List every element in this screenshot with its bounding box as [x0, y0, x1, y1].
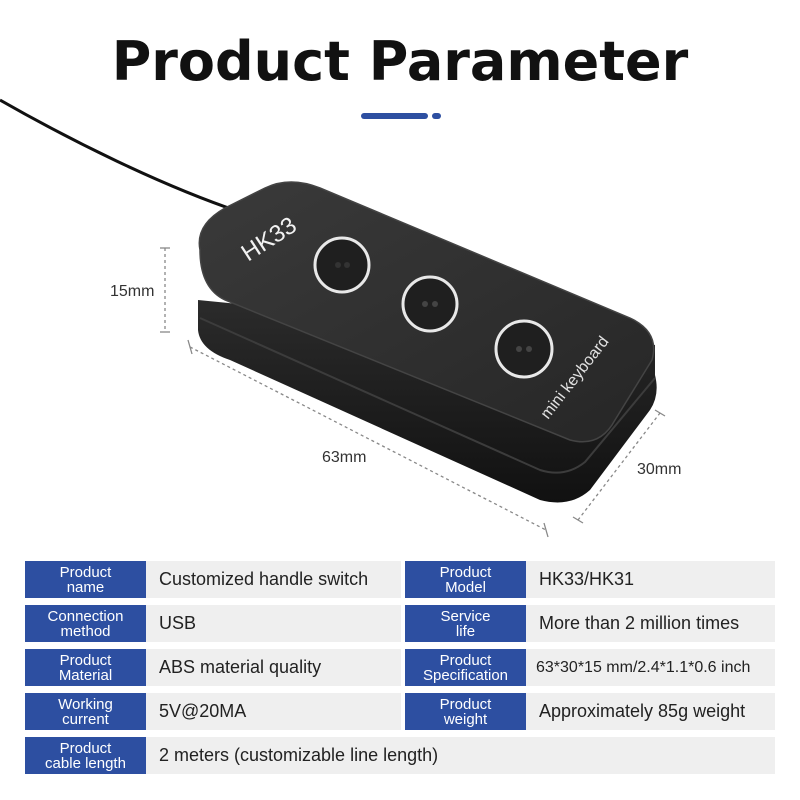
usb-cable	[0, 98, 241, 214]
spec-row: Connection method USB Service life More …	[25, 605, 775, 642]
spec-table: Product name Customized handle switch Pr…	[25, 561, 775, 781]
spec-row: Working current 5V@20MA Product weight A…	[25, 693, 775, 730]
product-illustration: HK33 mini keyboard	[0, 98, 666, 538]
spec-value-product-specification: 63*30*15 mm/2.4*1.1*0.6 inch	[526, 649, 775, 686]
spec-row: Product cable length 2 meters (customiza…	[25, 737, 775, 774]
spec-row: Product Material ABS material quality Pr…	[25, 649, 775, 686]
spec-label-product-model: Product Model	[405, 561, 526, 598]
spec-value-product-model: HK33/HK31	[526, 561, 775, 598]
height-dimension	[160, 247, 170, 333]
spec-value-connection-method: USB	[146, 605, 401, 642]
spec-label-service-life: Service life	[405, 605, 526, 642]
spec-row: Product name Customized handle switch Pr…	[25, 561, 775, 598]
spec-label-cable-length: Product cable length	[25, 737, 146, 774]
spec-label-product-name: Product name	[25, 561, 146, 598]
width-dimension-label: 30mm	[637, 461, 682, 478]
spec-label-product-material: Product Material	[25, 649, 146, 686]
spec-value-product-name: Customized handle switch	[146, 561, 401, 598]
page-title: Product Parameter	[111, 30, 689, 93]
title-underline-dot	[432, 113, 441, 119]
spec-value-service-life: More than 2 million times	[526, 605, 775, 642]
spec-label-product-specification: Product Specification	[405, 649, 526, 686]
button-2	[401, 275, 459, 333]
title-underline-long	[361, 113, 428, 119]
spec-label-product-weight: Product weight	[405, 693, 526, 730]
spec-label-working-current: Working current	[25, 693, 146, 730]
button-3	[494, 319, 554, 379]
length-dimension	[187, 339, 549, 538]
spec-label-connection-method: Connection method	[25, 605, 146, 642]
height-dimension-label: 15mm	[110, 283, 155, 300]
spec-value-cable-length: 2 meters (customizable line length)	[146, 737, 775, 774]
length-dimension-label: 63mm	[322, 449, 367, 466]
spec-value-working-current: 5V@20MA	[146, 693, 401, 730]
button-1	[313, 236, 371, 294]
width-dimension	[572, 409, 666, 524]
spec-value-product-material: ABS material quality	[146, 649, 401, 686]
spec-value-product-weight: Approximately 85g weight	[526, 693, 775, 730]
